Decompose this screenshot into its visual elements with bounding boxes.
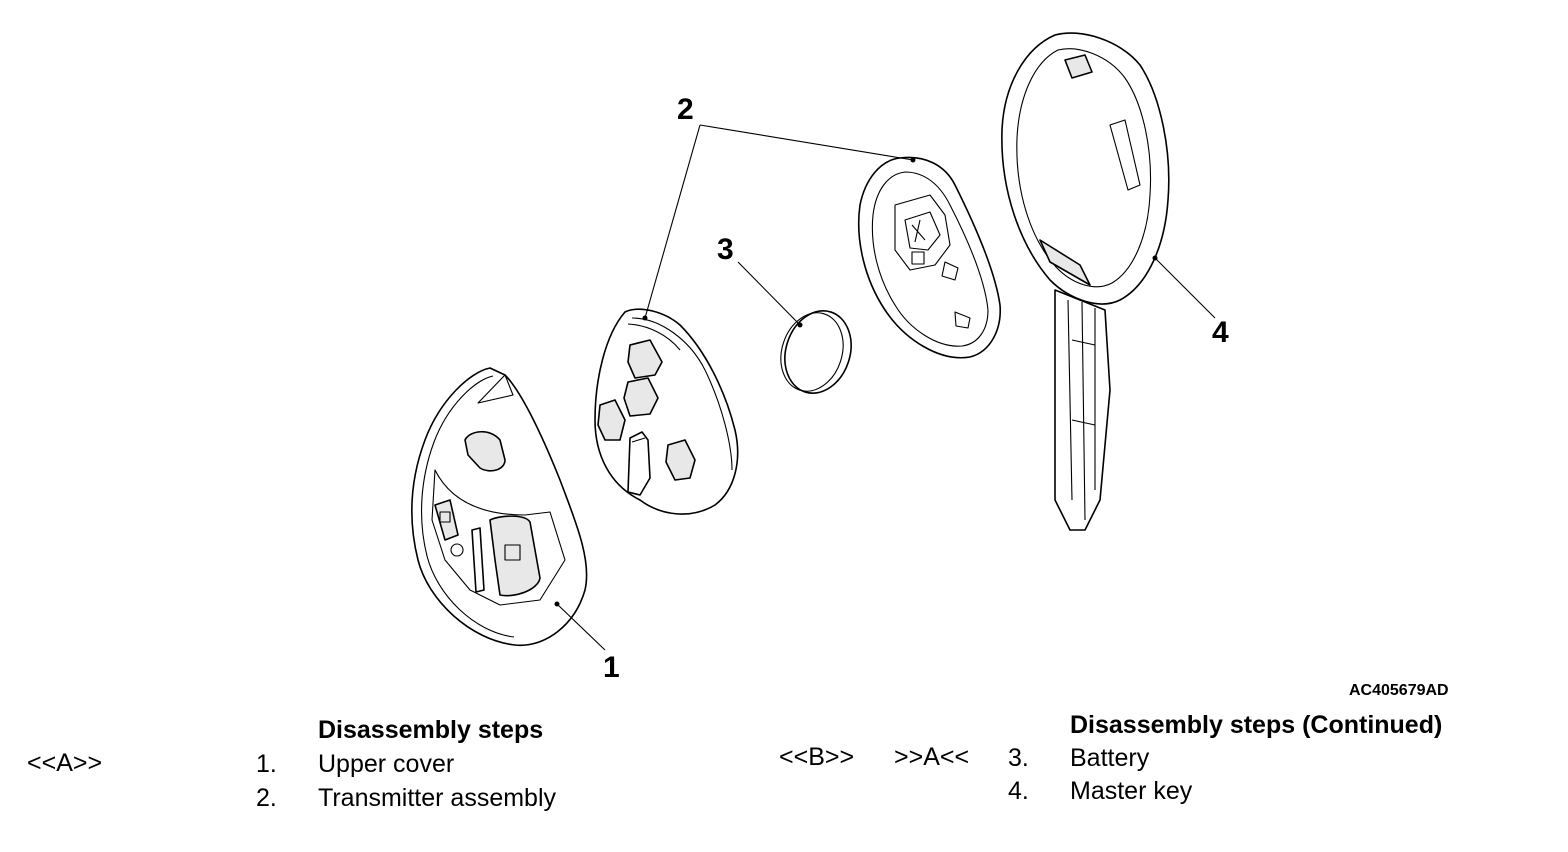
- left-row-1-tag: <<A>>: [27, 749, 103, 777]
- right-row-2-num: 4.: [1008, 777, 1029, 805]
- right-row-1-removal-tag: <<B>>: [779, 743, 855, 771]
- callout-2: 2: [677, 93, 694, 126]
- leader-lines: [556, 124, 1216, 651]
- transmitter-assembly-front: [594, 308, 739, 515]
- right-row-1-item: Battery: [1070, 744, 1150, 772]
- figure-code: AC405679AD: [1349, 682, 1449, 699]
- left-row-2-item: Transmitter assembly: [318, 784, 557, 812]
- battery-part: [780, 310, 852, 394]
- callout-4: 4: [1212, 316, 1229, 349]
- transmitter-assembly-back: [857, 156, 1001, 359]
- right-row-2-item: Master key: [1070, 777, 1193, 805]
- left-row-2-num: 2.: [256, 784, 277, 812]
- left-table-heading: Disassembly steps: [318, 716, 544, 744]
- upper-cover-part: [411, 367, 588, 646]
- exploded-key-diagram: 1 2 3 4: [411, 32, 1229, 684]
- callout-3: 3: [717, 233, 734, 266]
- right-row-1-num: 3.: [1008, 744, 1029, 772]
- right-row-1-install-tag: >>A<<: [894, 743, 970, 771]
- master-key-part: [1001, 32, 1170, 531]
- left-row-1-num: 1.: [256, 750, 277, 778]
- left-row-1-item: Upper cover: [318, 750, 455, 778]
- right-table-heading: Disassembly steps (Continued): [1070, 711, 1443, 739]
- callout-1: 1: [603, 651, 620, 684]
